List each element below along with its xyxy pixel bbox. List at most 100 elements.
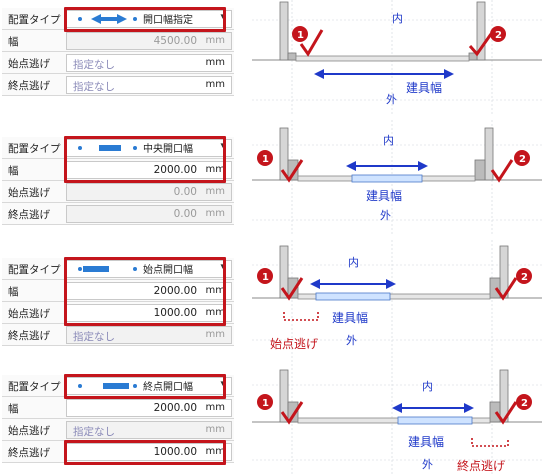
end-clearance-label: 終点逃げ [8, 330, 50, 342]
end-clearance-callout: 終点逃げ [457, 458, 505, 473]
end-clearance-field[interactable]: 0.00 mm [66, 205, 232, 223]
width-row: 幅 2000.00 mm [2, 397, 234, 419]
outer-label: 外 [386, 93, 397, 106]
outer-label: 外 [422, 458, 433, 471]
check-icon [494, 277, 518, 301]
end-clearance-row: 終点逃げ 指定なし mm [2, 74, 234, 96]
marker-2-label: 2 [495, 30, 502, 41]
check-icon [468, 33, 493, 57]
width-value: 2000.00 [153, 285, 197, 297]
width-label: 幅 [8, 165, 19, 177]
start-clearance-unit: mm [205, 57, 225, 68]
width-field[interactable]: 2000.00 mm [66, 282, 232, 300]
chevron-down-icon: ▾ [220, 141, 225, 151]
marker-2-label: 2 [521, 272, 528, 283]
highlight-box [64, 136, 226, 183]
start-clearance-field[interactable]: 指定なし mm [66, 54, 232, 72]
marker-2-icon [490, 26, 506, 42]
marker-1-label: 1 [262, 154, 269, 165]
check-icon [280, 159, 304, 183]
highlight-box [64, 257, 226, 326]
check-icon [494, 401, 518, 425]
width-label: 幅 [8, 403, 19, 415]
inner-label: 内 [392, 11, 403, 25]
marker-2-icon [514, 150, 530, 166]
diagram-1: 内 建具幅 外 1 2 [252, 0, 542, 115]
start-clearance-row: 始点逃げ 指定なし mm [2, 419, 234, 441]
start-clearance-field[interactable]: 指定なし mm [66, 421, 232, 439]
start-clearance-label: 始点逃げ [8, 425, 50, 437]
start-clearance-value: 1000.00 [153, 307, 197, 319]
clearance-bracket [283, 312, 319, 321]
placement-type-label: 配置タイプ [8, 381, 61, 393]
marker-2-icon [516, 394, 532, 410]
end-clearance-field[interactable]: 1000.00 mm [66, 443, 232, 461]
end-clearance-field[interactable]: 指定なし mm [66, 326, 232, 344]
end-clearance-placeholder: 指定なし [73, 81, 115, 93]
placement-type-select[interactable]: 開口幅指定 ▾ [66, 10, 232, 28]
placement-type-row: 配置タイプ 開口幅指定 ▾ [2, 8, 234, 30]
chevron-down-icon: ▾ [220, 12, 225, 22]
end-clearance-value: 1000.00 [153, 446, 197, 458]
fitting-width-label: 建具幅 [332, 310, 368, 325]
placement-type-value: 開口幅指定 [143, 13, 193, 26]
highlight-box [64, 374, 226, 399]
clearance-bracket [471, 438, 509, 447]
end-clearance-unit: mm [205, 329, 225, 340]
marker-1-label: 1 [262, 272, 269, 283]
width-value: 2000.00 [153, 164, 197, 176]
width-value: 4500.00 [153, 35, 197, 47]
end-clearance-placeholder: 指定なし [73, 331, 115, 343]
marker-2-label: 2 [521, 398, 528, 409]
start-clearance-field[interactable]: 1000.00 mm [66, 304, 232, 322]
fitting-width-label: 建具幅 [408, 434, 444, 449]
start-clearance-unit: mm [205, 307, 225, 318]
outer-label: 外 [380, 209, 391, 222]
placement-type-value: 終点開口幅 [143, 380, 193, 393]
end-opening-icon: 終点開口幅 [78, 380, 193, 393]
width-field[interactable]: 2000.00 mm [66, 399, 232, 417]
start-clearance-row: 始点逃げ 1000.00 mm [2, 302, 234, 324]
start-clearance-unit: mm [205, 424, 225, 435]
width-unit: mm [205, 35, 225, 46]
chevron-down-icon: ▾ [220, 262, 225, 272]
width-field[interactable]: 2000.00 mm [66, 161, 232, 179]
marker-2-icon [516, 268, 532, 284]
placement-type-value: 始点開口幅 [143, 263, 193, 276]
fitting-width-label: 建具幅 [406, 80, 442, 95]
placement-type-row: 配置タイプ 中央開口幅 ▾ [2, 137, 234, 159]
fitting-width-label: 建具幅 [366, 188, 402, 203]
placement-type-label: 配置タイプ [8, 14, 61, 26]
width-row: 幅 2000.00 mm [2, 280, 234, 302]
start-clearance-callout: 始点逃げ [270, 337, 318, 351]
outer-label: 外 [346, 334, 357, 347]
start-clearance-row: 始点逃げ 指定なし mm [2, 52, 234, 74]
marker-1-label: 1 [262, 398, 269, 409]
marker-1-icon [257, 268, 273, 284]
start-clearance-row: 始点逃げ 0.00 mm [2, 181, 234, 203]
width-unit: mm [205, 285, 225, 296]
opening-width-icon: 開口幅指定 [78, 13, 193, 26]
check-icon [299, 29, 324, 57]
end-clearance-label: 終点逃げ [8, 209, 50, 221]
end-clearance-field[interactable]: 指定なし mm [66, 76, 232, 94]
placement-type-row: 配置タイプ 始点開口幅 ▾ [2, 258, 234, 280]
start-clearance-placeholder: 指定なし [73, 426, 115, 438]
inner-label: 内 [348, 255, 359, 269]
end-clearance-row: 終点逃げ 1000.00 mm [2, 441, 234, 463]
width-field[interactable]: 4500.00 mm [66, 32, 232, 50]
placement-type-select[interactable]: 終点開口幅 ▾ [66, 377, 232, 395]
width-label: 幅 [8, 286, 19, 298]
start-clearance-field[interactable]: 0.00 mm [66, 183, 232, 201]
check-icon [490, 159, 514, 183]
placement-type-select[interactable]: 中央開口幅 ▾ [66, 139, 232, 157]
inner-label: 内 [422, 379, 433, 393]
marker-1-label: 1 [297, 30, 304, 41]
placement-type-label: 配置タイプ [8, 264, 61, 276]
center-opening-icon: 中央開口幅 [78, 142, 193, 155]
end-clearance-unit: mm [205, 79, 225, 90]
placement-type-label: 配置タイプ [8, 143, 61, 155]
width-unit: mm [205, 164, 225, 175]
placement-type-select[interactable]: 始点開口幅 ▾ [66, 260, 232, 278]
start-clearance-placeholder: 指定なし [73, 59, 115, 71]
